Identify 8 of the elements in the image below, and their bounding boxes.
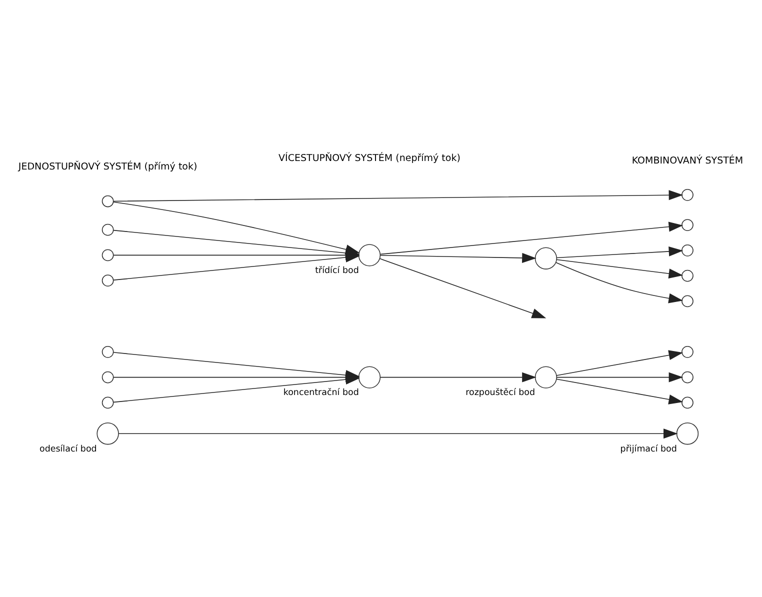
node-label: rozpouštěcí bod	[466, 387, 536, 398]
node-label: přijímací bod	[620, 444, 677, 454]
node-label: koncentrační bod	[283, 387, 359, 398]
label: VÍCESTUPŇOVÝ SYSTÉM (nepřímý tok)	[278, 152, 460, 164]
label: KOMBINOVANÝ SYSTÉM	[632, 154, 744, 166]
node-label: třídící bod	[315, 265, 359, 276]
label: JEDNOSTUPŇOVÝ SYSTÉM (přímý tok)	[18, 161, 198, 172]
node-label: odesílací bod	[39, 444, 97, 454]
